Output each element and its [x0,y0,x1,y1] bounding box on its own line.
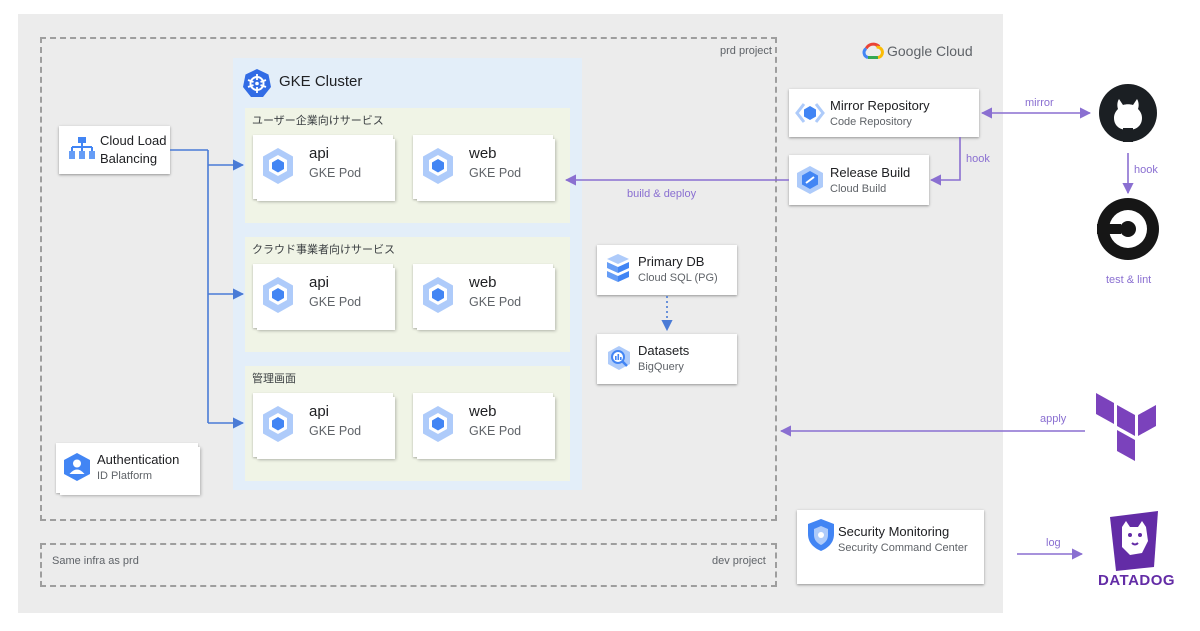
pod-subtitle: GKE Pod [469,166,522,180]
log-label: log [1046,537,1061,549]
circleci-icon[interactable] [1097,198,1159,260]
pod-card-web[interactable]: web GKE Pod [413,264,553,328]
prd-project-boundary [40,37,777,521]
ci-label: test & lint [1106,274,1152,286]
mirror-repository-subtitle: Code Repository [830,116,912,128]
pod-subtitle: GKE Pod [309,295,362,309]
security-monitoring-subtitle: Security Command Center [838,542,968,554]
primary-db-card[interactable]: Primary DB Cloud SQL (PG) [597,245,737,295]
pod-title: web [469,145,497,162]
mirror-label: mirror [1025,97,1054,109]
load-balancer-card[interactable]: Cloud Load Balancing [59,126,170,174]
security-command-center-icon [808,519,834,551]
gke-pod-icon [263,277,293,313]
load-balancer-title: Cloud Load [100,133,167,148]
pod-card-api[interactable]: api GKE Pod [253,264,393,328]
pod-title: api [309,403,330,420]
dev-project-label: dev project [712,555,766,567]
primary-db-subtitle: Cloud SQL (PG) [638,272,718,284]
authentication-subtitle: ID Platform [97,470,153,482]
github-icon[interactable] [1099,84,1157,142]
hook-build-label: hook [966,153,990,165]
kubernetes-icon [243,69,271,97]
release-build-title: Release Build [830,165,911,180]
datasets-subtitle: BigQuery [638,361,684,373]
cloud-sql-icon [607,254,629,282]
pod-subtitle: GKE Pod [469,295,522,309]
mirror-repository-title: Mirror Repository [830,98,930,113]
gke-pod-icon [263,406,293,442]
cloud-build-icon [797,166,823,194]
build-deploy-label: build & deploy [627,188,697,200]
load-balancing-icon [69,137,95,159]
pod-title: api [309,274,330,291]
pod-title: web [469,403,497,420]
bigquery-icon [608,346,630,370]
source-repositories-icon [795,103,825,123]
terraform-icon[interactable] [1096,393,1158,468]
pod-card-web[interactable]: web GKE Pod [413,393,553,457]
group-label: 管理画面 [252,373,296,385]
gke-pod-icon [423,148,453,184]
pod-subtitle: GKE Pod [309,424,362,438]
datadog-wordmark: DATADOG [1098,572,1176,589]
google-cloud-logo: Google Cloud [862,41,982,61]
identity-platform-icon [64,453,90,481]
dev-project-boundary [40,543,777,587]
group-label: ユーザー企業向けサービス [252,115,384,127]
google-cloud-icon [862,42,884,59]
release-build-subtitle: Cloud Build [830,183,887,195]
pod-title: web [469,274,497,291]
security-monitoring-card[interactable]: Security Monitoring Security Command Cen… [797,510,984,584]
dev-project-note: Same infra as prd [52,555,139,567]
release-build-card[interactable]: Release Build Cloud Build [789,155,929,205]
pod-card-web[interactable]: web GKE Pod [413,135,553,199]
mirror-repository-card[interactable]: Mirror Repository Code Repository [789,89,979,137]
datasets-title: Datasets [638,343,690,358]
pod-card-api[interactable]: api GKE Pod [253,135,393,199]
load-balancer-title2: Balancing [100,151,158,166]
pod-subtitle: GKE Pod [469,424,522,438]
primary-db-title: Primary DB [638,254,705,269]
gke-pod-icon [263,148,293,184]
security-monitoring-title: Security Monitoring [838,524,950,539]
prd-project-label: prd project [720,45,772,57]
authentication-card[interactable]: Authentication ID Platform [56,443,198,493]
gke-pod-icon [423,406,453,442]
gke-pod-icon [423,277,453,313]
datasets-card[interactable]: Datasets BigQuery [597,334,737,384]
pod-card-api[interactable]: api GKE Pod [253,393,393,457]
group-label: クラウド事業者向けサービス [252,244,395,256]
load-balancer-arrows [170,149,245,429]
google-cloud-label: Google Cloud [887,43,973,59]
authentication-title: Authentication [97,452,180,467]
hook-build-arrow [929,137,961,186]
datadog-dog-icon[interactable] [1108,511,1160,571]
pod-subtitle: GKE Pod [309,166,362,180]
apply-label: apply [1040,413,1067,425]
gke-cluster-title: GKE Cluster [279,73,363,90]
pod-title: api [309,145,330,162]
hook-ci-label: hook [1134,164,1158,176]
